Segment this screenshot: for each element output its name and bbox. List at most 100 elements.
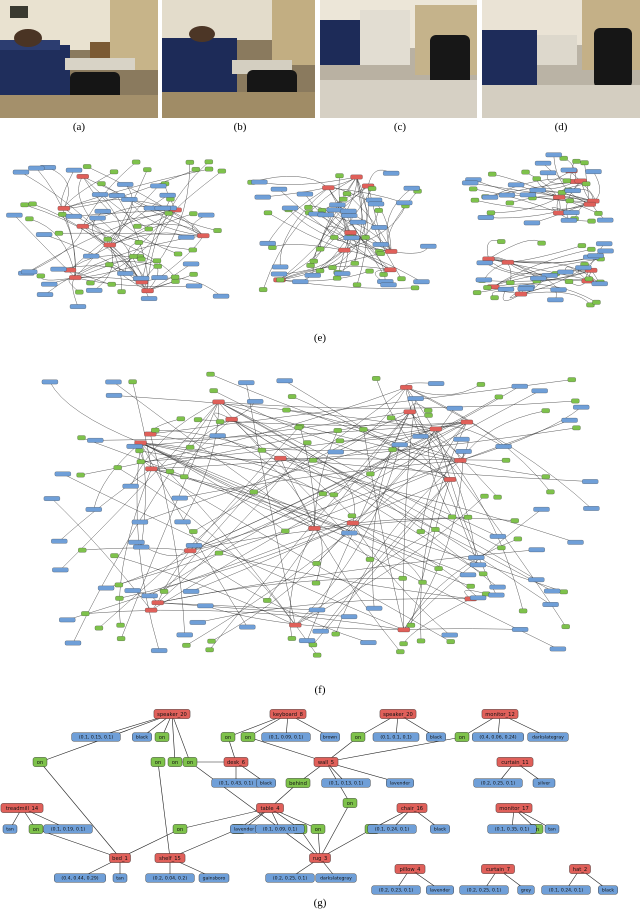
relation-node [78,547,87,553]
graph-edge [247,736,327,763]
graph-edge [568,169,595,202]
graph-edge [488,258,559,290]
svg-text:speaker_20: speaker_20 [157,712,187,718]
attribute-node [583,506,600,511]
relation-node [303,440,312,445]
object-node [553,194,566,200]
relation-node [213,228,222,233]
attribute-node [573,404,590,410]
relation-node [182,643,191,648]
graph-edge [428,428,453,518]
relation-node [165,469,175,474]
attribute-node [528,547,545,553]
relation-node [352,282,362,288]
graph-edge [75,277,195,287]
object-node: keyboard_8 [269,709,307,719]
attribute-node [185,283,203,289]
attribute-node: grey [517,885,535,895]
object-node [344,230,357,235]
graph-edge [435,428,498,498]
graph-edge [119,522,353,599]
attribute-node [304,273,321,278]
object-node [583,202,596,207]
graph-edge [209,411,410,650]
relation-node [331,631,340,637]
relation-node [470,197,480,203]
svg-text:hat_2: hat_2 [573,867,587,873]
graph-edge [490,197,560,213]
graph-edge [75,185,159,278]
relation-node [466,583,475,589]
scene-graph-f [0,352,640,678]
relation-node [77,435,86,441]
object-node: monitor_17 [495,803,533,813]
attribute-node [59,617,76,623]
svg-text:on: on [315,827,321,833]
relation-node [577,243,587,248]
relation-node [180,474,189,480]
relation-node [565,198,574,204]
attribute-node [212,293,230,299]
graph-edge [420,422,468,641]
attribute-node: (0.1, 0.35, 0.1) [487,824,537,834]
attribute-node: tan [2,824,18,834]
relation-node: on [220,732,236,742]
object-node [141,288,154,294]
graph-edge [593,171,600,202]
relation-node [288,394,297,399]
relation-node [81,611,90,616]
object-node [184,548,197,554]
attribute-node [459,572,477,578]
graph-edge [492,173,560,198]
svg-text:(0.1, 0.09, 0.1): (0.1, 0.09, 0.1) [269,735,303,741]
attribute-node: darkslategray [527,732,569,742]
relation-node [335,438,345,444]
attribute-node [317,212,334,218]
attribute-node [128,539,145,545]
attribute-node [341,530,358,536]
svg-text:on: on [355,735,361,741]
graph-edge [159,235,204,278]
attribute-node [131,519,149,525]
svg-text:(0.4, 0.44, 0.29): (0.4, 0.44, 0.29) [61,876,98,882]
graph-edge [141,162,191,283]
graph-edge [140,442,248,628]
attribute-node: lavender [426,885,454,895]
attribute-node [489,534,507,539]
attribute-node [531,388,548,394]
graph-edge [493,249,592,287]
relation-node [398,576,407,581]
svg-text:behind: behind [289,781,307,787]
relation-node: on [240,732,256,742]
attribute-node [50,266,67,272]
attribute-node: (0.1, 0.09, 0.1) [255,824,305,834]
attribute-node: (0.1, 0.09, 0.1) [261,732,311,742]
attribute-node [462,180,479,186]
graph-edge [119,828,181,859]
graph-edge [35,828,121,859]
attribute-node: (0.1, 0.13, 0.1) [321,778,371,788]
graph-edge [280,458,591,482]
graph-edge [319,802,351,859]
attribute-node [469,562,487,568]
relation-node [115,596,124,601]
relation-node [490,295,499,301]
attribute-node: tan [544,824,560,834]
graph-edge [140,421,467,462]
relation-node [483,285,492,290]
relation-node [189,272,198,277]
relation-node [109,169,119,175]
relation-node [592,299,601,305]
graph-edge [319,176,357,250]
object-node [289,622,302,628]
relation-node [171,274,180,280]
relation-node [129,254,138,259]
relation-node [488,171,497,177]
attribute-node [83,253,100,259]
attribute-node [189,620,206,625]
svg-text:(0.2, 0.25, 0.1): (0.2, 0.25, 0.1) [273,876,307,882]
object-node [225,416,238,422]
graph-edge [460,410,546,461]
relation-node [434,566,443,571]
